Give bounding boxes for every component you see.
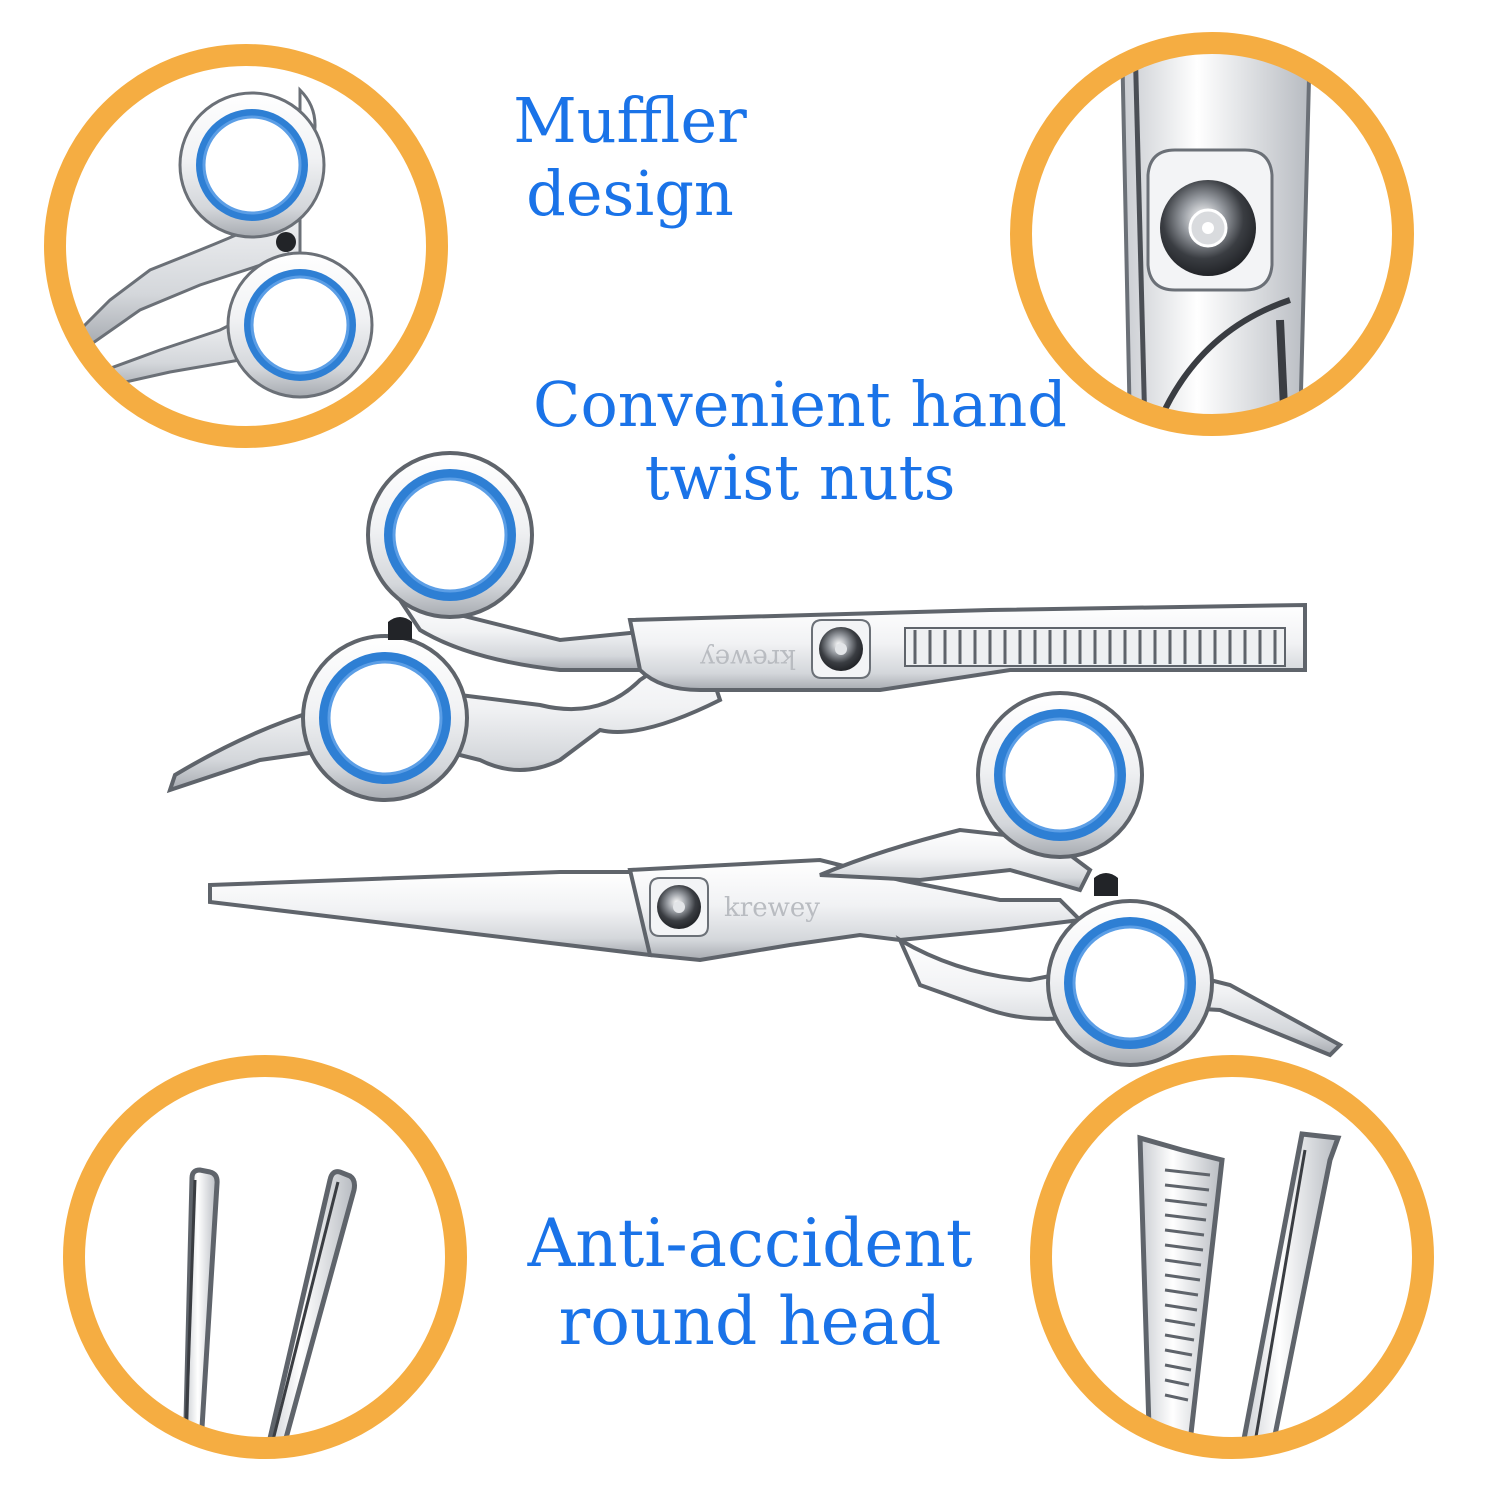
- pivot-screw-closeup-icon: [1010, 32, 1414, 436]
- feature-line: Convenient hand: [533, 368, 1067, 441]
- feature-line: Anti-accident: [527, 1205, 973, 1282]
- feature-line: twist nuts: [644, 441, 956, 515]
- finger-rings-closeup-icon: [44, 44, 448, 448]
- thinning-blade-closeup-icon: [1030, 1055, 1434, 1459]
- round-tip-closeup-icon: [63, 1055, 467, 1459]
- cutting-scissors-icon: krewey: [208, 691, 1344, 1067]
- feature-label-round-head: Anti-accident round head: [520, 1205, 980, 1361]
- feature-label-muffler-design: Muffler design: [400, 84, 860, 230]
- feature-line: Muffler design: [513, 84, 747, 231]
- feature-label-twist-nuts: Convenient hand twist nuts: [520, 368, 1080, 514]
- brand-engraving-bottom: krewey: [724, 893, 820, 923]
- brand-engraving-top: krewey: [700, 643, 796, 673]
- feature-line: round head: [558, 1282, 942, 1360]
- thinning-scissors-icon: krewey: [166, 451, 1307, 802]
